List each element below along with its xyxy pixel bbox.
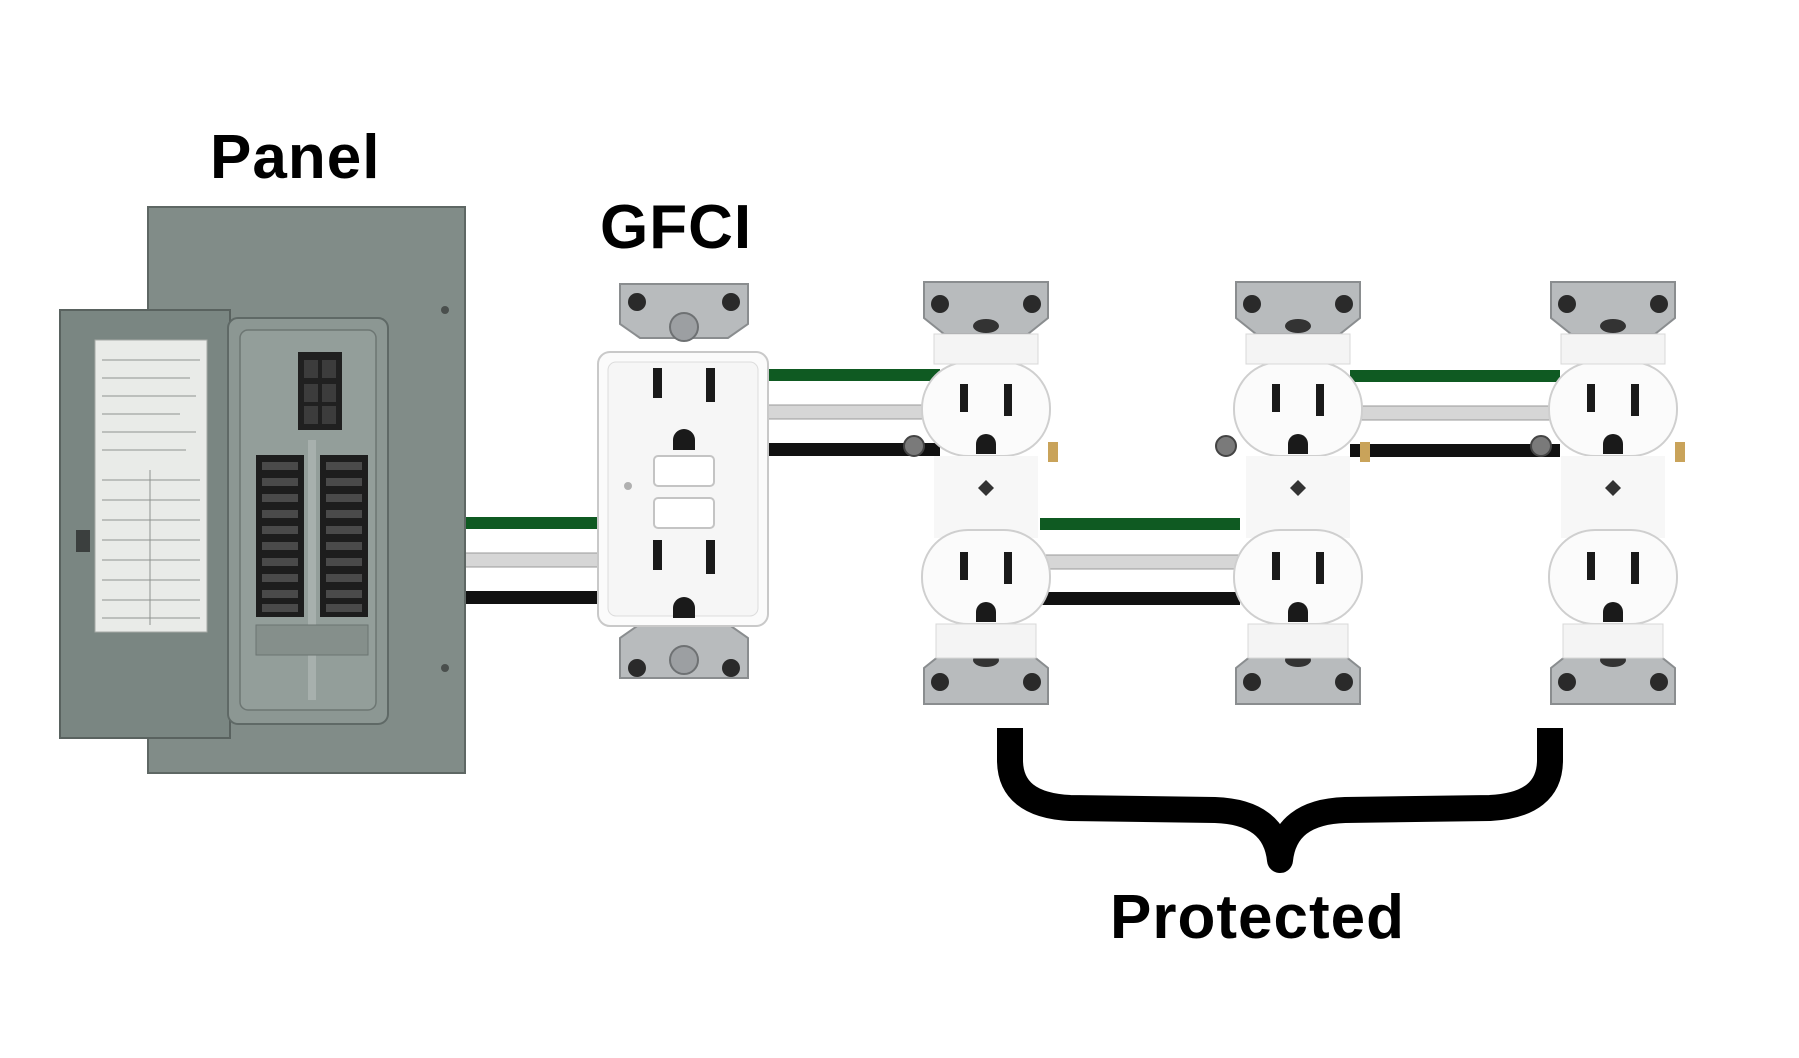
status-light-icon [624,482,632,490]
ground-wire [462,517,600,529]
panel-directory-label [94,339,208,633]
duplex-receptacle-2 [1215,281,1370,705]
brass-terminal [1360,442,1370,462]
neutral-wire [1039,554,1241,570]
wire-outlet-2-to-outlet-3 [1349,370,1561,457]
gfci-receptacle [597,283,769,679]
protected-label: Protected [1110,883,1405,952]
wire-panel-to-gfci [461,517,601,604]
neutral-wire [759,404,941,420]
ground-hole [673,429,695,450]
ground-wire [1350,370,1560,382]
mounting-screw-icon [669,312,699,342]
hot-wire [760,443,940,456]
hot-wire [1040,592,1240,605]
branch-breakers [256,440,368,700]
brass-terminal [1048,442,1058,462]
mounting-screw-icon [669,645,699,675]
hot-wire [462,591,600,604]
brass-terminal [1675,442,1685,462]
wire-outlet-1-to-outlet-2 [1039,518,1241,605]
terminal-screw-icon [1215,435,1237,457]
test-button[interactable] [653,455,715,487]
ground-wire [760,369,940,381]
neutral-wire [1349,405,1561,421]
terminal-screw-icon [1530,435,1552,457]
gfci-label: GFCI [600,193,753,262]
terminal-screw-icon [903,435,925,457]
ground-wire [1040,518,1240,530]
duplex-receptacle-3 [1530,281,1685,705]
reset-button[interactable] [653,497,715,529]
ground-hole [673,597,695,618]
protected-brace [997,728,1563,873]
wire-gfci-to-outlet-1 [759,369,941,456]
panel-label: Panel [210,123,381,192]
breaker-panel [59,206,466,774]
outlet-slot [706,540,715,574]
outlet-slot [653,540,662,570]
outlet-slot [706,368,715,402]
neutral-wire [461,552,601,568]
duplex-receptacle-1 [903,281,1058,705]
hot-wire [1350,444,1560,457]
outlet-slot [653,368,662,398]
panel-latch-icon [76,530,90,552]
